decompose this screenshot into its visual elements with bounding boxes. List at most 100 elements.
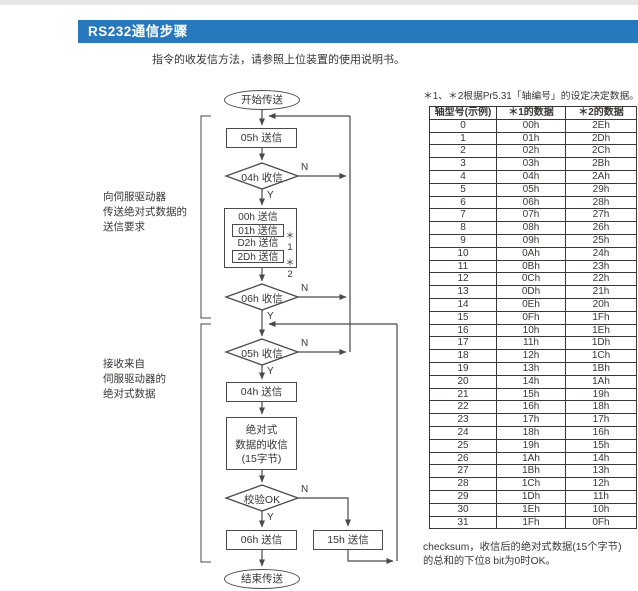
node-send-request-group: 00h 送信 01h 送信 D2h 送信 2Dh 送信 ＊1 ＊2 [224,208,297,280]
table-cell: 25h [565,233,637,248]
table-cell: 20h [565,297,637,312]
table-cell: 0Eh [496,297,566,312]
table-cell: 18 [429,349,497,363]
table-cell: 2Dh [565,131,637,146]
branch-y-4: Y [267,512,274,523]
table-cell: 13 [429,285,497,299]
table-cell: 09h [496,233,566,248]
node-send-06h: 06h 送信 [226,530,297,550]
table-cell: 1Dh [565,336,637,351]
table-cell: 10h [565,502,637,517]
table-cell: 1Bh [496,464,566,479]
table-cell: 1Eh [565,323,637,338]
table-cell: 1Eh [496,502,566,517]
table-cell: 13h [565,464,637,479]
table-cell: 0Ah [496,246,566,261]
checksum-note: checksum，收信后的绝对式数据(15个字节) 的总和的下位8 bit为0时… [423,541,622,568]
table-cell: 10h [496,323,566,338]
label-receive-data-line3: 绝对式数据 [103,388,156,400]
table-cell: 24h [565,246,637,261]
table-cell: 2Bh [565,157,637,171]
table-cell: 12 [429,272,497,287]
table-cell: 1Ch [496,477,566,491]
table-cell: 0 [429,118,497,133]
node-send-01h: 01h 送信 [232,224,284,237]
branch-n-4: N [301,484,309,495]
table-cell: 29 [429,489,497,504]
label-send-request-line3: 送信要求 [103,221,145,233]
node-send-2dh: 2Dh 送信 [232,250,284,263]
label-send-request: 向伺服驱动器 传送绝对式数据的 送信要求 [103,190,187,235]
table-cell: 8 [429,221,497,235]
abs-recv-line3: (15字节) [241,453,282,465]
table-header-row: 轴型号(示例) ＊1的数据 ＊2的数据 [429,106,637,120]
group-bracket-receive [200,323,211,563]
branch-y-2: Y [267,311,274,322]
table-cell: 26h [565,221,637,235]
table-cell: 1Ah [496,451,566,466]
table-cell: 04h [496,169,566,184]
col-header-star1: ＊1的数据 [496,106,566,120]
table-cell: 27 [429,464,497,479]
label-receive-data: 接收来自 伺服驱动器的 绝对式数据 [103,357,166,402]
table-cell: 15 [429,310,497,325]
node-recv-05h: 05h 收信 [241,348,283,360]
node-abs-data-recv: 绝对式 数据的收信 (15字节) [226,417,297,470]
group-bracket-request [200,115,211,319]
table-cell: 2Ah [565,169,637,184]
node-send-04h: 04h 送信 [226,382,297,402]
table-cell: 15h [565,438,637,453]
table-cell: 1Ch [565,349,637,363]
table-cell: 03h [496,157,566,171]
node-checksum-ok: 校验OK [243,494,281,506]
abs-recv-line1: 绝对式 [245,424,278,436]
table-cell: 18h [565,400,637,415]
branch-n-3: N [301,338,309,349]
table-cell: 21h [565,285,637,299]
table-cell: 16 [429,323,497,338]
table-cell: 5 [429,182,497,197]
node-send-d2h: D2h 送信 [237,238,279,249]
table-cell: 3 [429,157,497,171]
node-send-00h: 00h 送信 [238,212,278,223]
decision-shape-recv04 [224,162,300,190]
label-receive-data-line1: 接收来自 [103,358,145,370]
table-cell: 23 [429,413,497,427]
table-cell: 6 [429,195,497,210]
table-cell: 2Eh [565,118,637,133]
table-cell: 4 [429,169,497,184]
table-cell: 08h [496,221,566,235]
table-cell: 11h [496,336,566,351]
branch-n-1: N [301,162,309,173]
checksum-note-line2: 的总和的下位8 bit为0时OK。 [423,555,556,567]
table-note: ＊1、＊2根据Pr5.31「轴编号」的设定决定数据。 [423,91,638,102]
col-header-axis: 轴型号(示例) [429,106,497,120]
table-cell: 12h [496,349,566,363]
star1-ref: ＊1 [285,231,295,253]
table-cell: 07h [496,208,566,223]
table-cell: 0Bh [496,259,566,274]
